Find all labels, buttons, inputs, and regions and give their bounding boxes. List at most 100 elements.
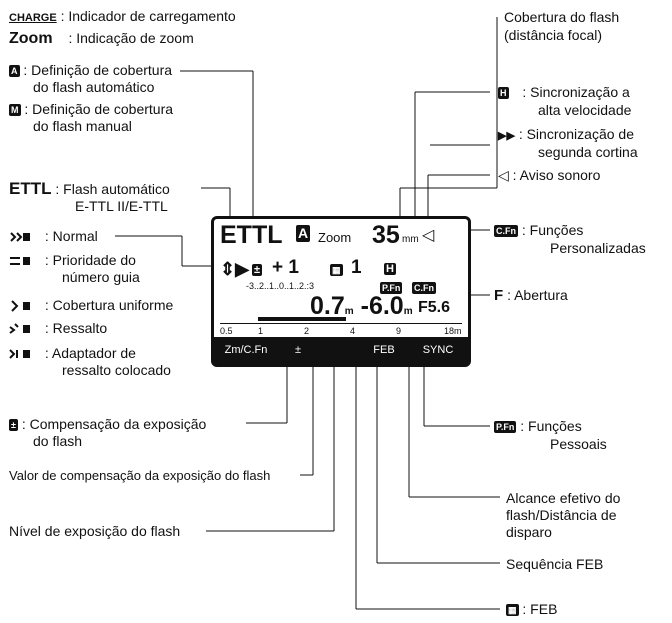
lcd-distance-value: 0.7 — [310, 292, 345, 320]
lcd-panel: ETTL A Zoom 35 mm ◁ ⇕▶ ± + 1 ▦ 1 H P.Fn … — [211, 216, 471, 367]
lcd-cfn-icon: C.Fn — [412, 279, 436, 297]
second-curtain-text: : Sincronização de — [518, 126, 634, 142]
ettl-icon: ETTL — [9, 179, 52, 198]
coverage-label-1: Cobertura do flash — [504, 9, 620, 25]
lcd-beep-icon: ◁ — [422, 227, 435, 244]
comp-text-2: do flash — [33, 433, 83, 449]
lcd-scale-0: 0.5 — [220, 326, 233, 336]
second-curtain-text-2: segunda cortina — [538, 144, 638, 160]
lcd-scale-3: 4 — [350, 326, 356, 336]
comp-value-label: Valor de compensação da exposição do fla… — [9, 468, 271, 483]
softkey-blank[interactable] — [320, 342, 356, 359]
lcd-exposure-scale: -3..2..1..0..1..2.:3 — [246, 281, 315, 291]
softkey-comp[interactable]: ± — [294, 344, 302, 356]
lcd-scale-2: 2 — [304, 326, 310, 336]
feb-icon: ▦ — [506, 604, 519, 617]
zoom-icon: Zoom — [9, 30, 53, 47]
feb-text: : FEB — [522, 601, 558, 617]
bounce-adapter-label: : Adaptador de — [9, 345, 136, 362]
manual-coverage-icon: M — [9, 104, 21, 117]
lcd-scale-1: 1 — [258, 326, 264, 336]
lcd-softkey-bar: Zm/C.Fn ± FEB SYNC — [214, 337, 468, 364]
high-speed-sync-icon: H — [498, 87, 509, 100]
bounce-text: : Ressalto — [44, 320, 108, 336]
cfn-text-2: Personalizadas — [550, 240, 646, 256]
normal-label: : Normal — [9, 228, 98, 245]
zoom-label: Zoom : Indicação de zoom — [9, 30, 194, 47]
lcd-range-bar — [258, 317, 346, 321]
softkey-sync[interactable]: SYNC — [422, 344, 454, 356]
normal-text: : Normal — [44, 228, 98, 244]
bounce-adapter-text: : Adaptador de — [44, 345, 136, 361]
comp-text: : Compensação da exposição — [21, 416, 207, 432]
softkey-zoom-cfn[interactable]: Zm/C.Fn — [224, 344, 268, 356]
bounce-adapter-icon — [9, 349, 30, 360]
lcd-distance2-value: 6.0 — [368, 292, 404, 320]
lcd-comp-icon: ± — [252, 261, 263, 279]
lcd-a-icon: A — [296, 225, 311, 243]
lcd-a-mark: A — [296, 225, 311, 243]
bounce-icon — [9, 323, 30, 335]
auto-coverage-label: A : Definição de cobertura — [9, 62, 172, 79]
cfn-icon: C.Fn — [494, 225, 518, 238]
comp-label: ± : Compensação da exposição — [9, 416, 206, 433]
manual-coverage-label: M : Definição de cobertura — [9, 101, 173, 118]
lcd-comp-value: + 1 — [272, 257, 299, 278]
pfn-icon: P.Fn — [494, 421, 517, 434]
charge-icon: CHARGE — [9, 12, 57, 24]
charge-label: CHARGE : Indicador de carregamento — [9, 8, 236, 27]
zoom-text: : Indicação de zoom — [68, 30, 194, 46]
lcd-mode: ETTL — [220, 221, 283, 249]
lcd-cfn-ico: C.Fn — [412, 281, 436, 294]
lcd-hs-ico: H — [384, 262, 396, 275]
lcd-flash-head-icon: ⇕▶ — [220, 259, 249, 279]
hs-label: H : Sincronização a — [498, 84, 630, 101]
range-label-1: Alcance efetivo do — [506, 490, 621, 506]
lcd-zoom: Zoom — [318, 230, 352, 245]
aperture-text: : Abertura — [507, 287, 568, 303]
lcd-scale-4: 9 — [396, 326, 402, 336]
cfn-text: : Funções — [521, 222, 584, 238]
lcd-range-baseline — [220, 323, 462, 324]
coverage-label-2: (distância focal) — [504, 27, 603, 43]
exposure-comp-icon: ± — [9, 419, 18, 432]
auto-coverage-icon: A — [9, 65, 20, 78]
lcd-pfn-icon: P.Fn — [380, 279, 403, 297]
beep-text: : Aviso sonoro — [512, 167, 601, 183]
lcd-distance-dash: - — [360, 292, 369, 320]
aperture-label: F : Abertura — [494, 287, 568, 304]
guide-text-2: número guia — [62, 269, 140, 285]
manual-coverage-text-2: do flash manual — [33, 118, 132, 134]
pfn-label: P.Fn : Funções — [494, 418, 582, 435]
uniform-label: : Cobertura uniforme — [9, 297, 173, 314]
feb-label: ▦ : FEB — [506, 601, 557, 618]
second-curtain-label: ▶▶ : Sincronização de — [498, 126, 634, 145]
guide-label: : Prioridade do — [9, 252, 136, 269]
beep-icon: ◁ — [498, 167, 509, 183]
range-label-2: flash/Distância de — [506, 507, 617, 523]
softkey-feb[interactable]: FEB — [373, 344, 395, 356]
range-label-3: disparo — [506, 524, 552, 540]
pfn-text-2: Pessoais — [550, 436, 607, 452]
lcd-focal-unit: mm — [402, 234, 419, 245]
ettl-text-2: E-TTL II/E-TTL — [75, 198, 168, 214]
exposure-level-label: Nível de exposição do flash — [9, 523, 181, 539]
lcd-scale-5: 18m — [444, 326, 462, 336]
lcd-pfn-ico: P.Fn — [380, 281, 403, 294]
beep-label: ◁ : Aviso sonoro — [498, 167, 600, 184]
second-curtain-icon: ▶▶ — [498, 130, 515, 142]
lcd-focal: 35 — [372, 221, 400, 249]
lcd-distance-unit: m — [344, 306, 354, 317]
manual-coverage-text: : Definição de cobertura — [24, 101, 174, 117]
hs-text-2: alta velocidade — [538, 102, 632, 118]
lcd-distance: 0.7m -6.0m — [310, 293, 413, 325]
feb-sequence-label: Sequência FEB — [506, 556, 604, 572]
aperture-icon: F — [494, 287, 504, 304]
charge-text: : Indicador de carregamento — [60, 8, 236, 24]
lcd-feb-icon: ▦ — [330, 261, 343, 279]
hs-text: : Sincronização a — [522, 84, 630, 100]
guide-text: : Prioridade do — [44, 252, 136, 268]
bounce-label: : Ressalto — [9, 320, 107, 337]
uniform-coverage-icon — [11, 300, 30, 313]
bounce-adapter-text-2: ressalto colocado — [62, 362, 171, 378]
